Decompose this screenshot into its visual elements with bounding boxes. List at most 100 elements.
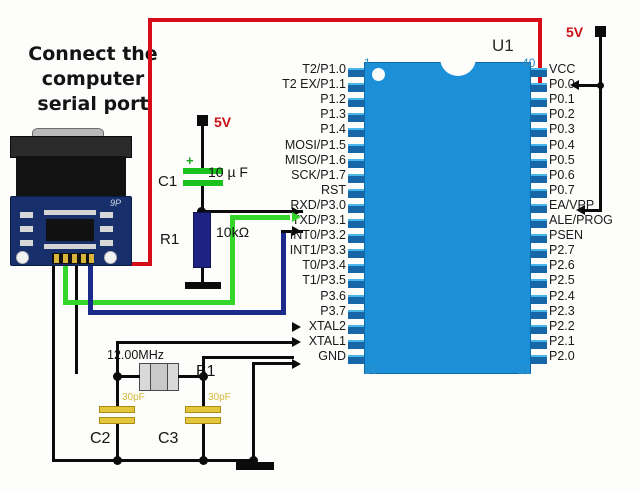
mcu-pin-left-4 [348,113,364,123]
mcu-pin-right-16 [531,294,547,304]
reset-wire-c1-to-node [201,186,204,214]
xtal2-wire-vertical [116,341,119,378]
c3-plate-top [185,406,221,413]
mcu-pin-label-p0-2: P0.2 [549,107,575,122]
mcu-pin-right-10 [531,203,547,213]
mcu-pin-label-t0-p3-4: T0/P3.4 [302,258,346,273]
mcu-pin-label-p2-7: P2.7 [549,243,575,258]
rxd-wire-horizontal [63,300,235,305]
header-pin-1 [54,254,59,263]
mcu-pin-label-xtal2: XTAL2 [308,318,346,333]
reset-wire-supply-to-c1 [201,124,204,170]
c3-value-label: 30pF [208,392,231,403]
db9-connector-shell [16,156,126,200]
xtal2-wire-horizontal [116,341,294,344]
mcu-pin-left-20 [348,354,364,364]
crystal-frequency-label: 12.00MHz [107,348,164,362]
pcb-smd-component-b [20,226,33,232]
mcu-pin-number-1: 1 [364,56,371,70]
mcu-pin-label-gnd: GND [318,348,346,363]
mcu-orientation-notch [440,56,476,76]
mcu-pin-right-11 [531,219,547,228]
mcu-pin-label-t1-p3-5: T1/P3.5 [302,273,346,288]
mcu-pin-left-19 [348,339,364,349]
reset-ground-symbol [185,282,221,289]
serial-module-connector-label: 9P [110,198,122,208]
mcu-pin-number-20: 20 [364,363,378,377]
vcc-arrow-icon [570,80,579,90]
mcu-chip-body [364,62,531,374]
crystal-wire-left-lead [116,375,140,378]
pcb-smd-component-c [20,240,33,246]
xtal1-wire-vertical [202,356,205,378]
r1-ref-label: R1 [160,231,180,248]
pcb-smd-component-a [20,212,33,218]
mcu-pin-right-20 [531,354,547,364]
mcu-pin-label-p2-6: P2.6 [549,258,575,273]
header-pin-3 [72,254,77,263]
mcu-reference-designator: U1 [492,36,514,55]
mcu-pin-label-p3-7: P3.7 [320,303,346,318]
mcu-pin-label-p2-3: P2.3 [549,303,575,318]
mcu-pin-right-15 [531,279,547,289]
mcu-pin-left-17 [348,309,364,319]
mcu-pin-left-11 [348,219,364,228]
mcu-pin-left-18 [348,324,364,334]
c1-value-label: 10 µ F [208,164,248,180]
c2-ref-label: C2 [90,430,111,447]
reset-supply-label: 5V [214,114,232,130]
mcu-pin-left-14 [348,264,364,274]
c2-gnd-junction [113,456,122,465]
mcu-pin-label-p1-3: P1.3 [320,107,346,122]
c1-polarity-marker: + [186,153,194,168]
crystal-right-junction [199,372,208,381]
mcu-pin-right-18 [531,324,547,334]
power-wire-right-vertical [538,18,542,86]
mcu-pin-left-15 [348,279,364,289]
vcc-wire-horizontal [578,84,602,87]
ea-wire-vertical [599,84,602,212]
c3-gnd-junction [199,456,208,465]
main-ground-symbol [236,462,274,470]
mcu-pin-label-vcc: VCC [549,62,576,76]
mcu-pin-left-7 [348,158,364,168]
c2-wire-top [116,378,119,406]
ground-wire-stub-b [75,266,78,374]
c3-wire-top [202,378,205,406]
rxd-arrow-icon [292,212,301,222]
mcu-pin-left-1 [348,68,364,77]
mcu-pin-right-6 [531,143,547,153]
ground-wire-bottom-horizontal [52,459,254,462]
mcu-pin-left-12 [348,234,364,244]
mcu-pin-label-t2-ex-p1-1: T2 EX/P1.1 [282,77,346,92]
r1-value-label: 10kΩ [216,224,250,240]
txd-wire-vertical-chip [281,232,286,315]
vcc-wire-vertical [599,36,602,86]
gnd-wire-horizontal-to-pin [252,362,294,365]
mcu-pin-left-10 [348,203,364,213]
ground-wire-module-vertical [52,266,55,462]
mcu-pin-label-rxd-p3-0: RXD/P3.0 [290,197,346,212]
c2-value-label: 30pF [122,392,145,403]
mcu-pin-label-p2-1: P2.1 [549,333,575,348]
title-line-3: serial port [37,93,149,115]
mcu-pin-left-5 [348,128,364,138]
title-line-1: Connect the [28,43,158,65]
txd-arrow-icon [292,226,301,236]
c1-plate-positive [183,168,223,174]
mcu-pin-right-7 [531,158,547,168]
mcu-pin-label-p0-4: P0.4 [549,137,575,152]
mcu-pin1-dot [372,68,385,81]
txd-wire-horizontal [88,310,286,315]
power-wire-left-vertical [148,18,152,266]
txd-wire-vertical-module [88,266,93,314]
mcu-pin-label-psen: PSEN [549,228,584,243]
mcu-pin-left-2 [348,83,364,93]
pcb-smd-component-d [100,212,113,218]
mcu-pin-label-p0-7: P0.7 [549,182,575,197]
xtal1-wire-horizontal [202,356,294,359]
mcu-pin-label-p0-5: P0.5 [549,152,575,167]
mcu-pin-label-mosi-p1-5: MOSI/P1.5 [284,137,346,152]
title-line-2: computer [41,68,145,90]
mcu-pin-label-p0-0: P0.0 [549,77,575,92]
